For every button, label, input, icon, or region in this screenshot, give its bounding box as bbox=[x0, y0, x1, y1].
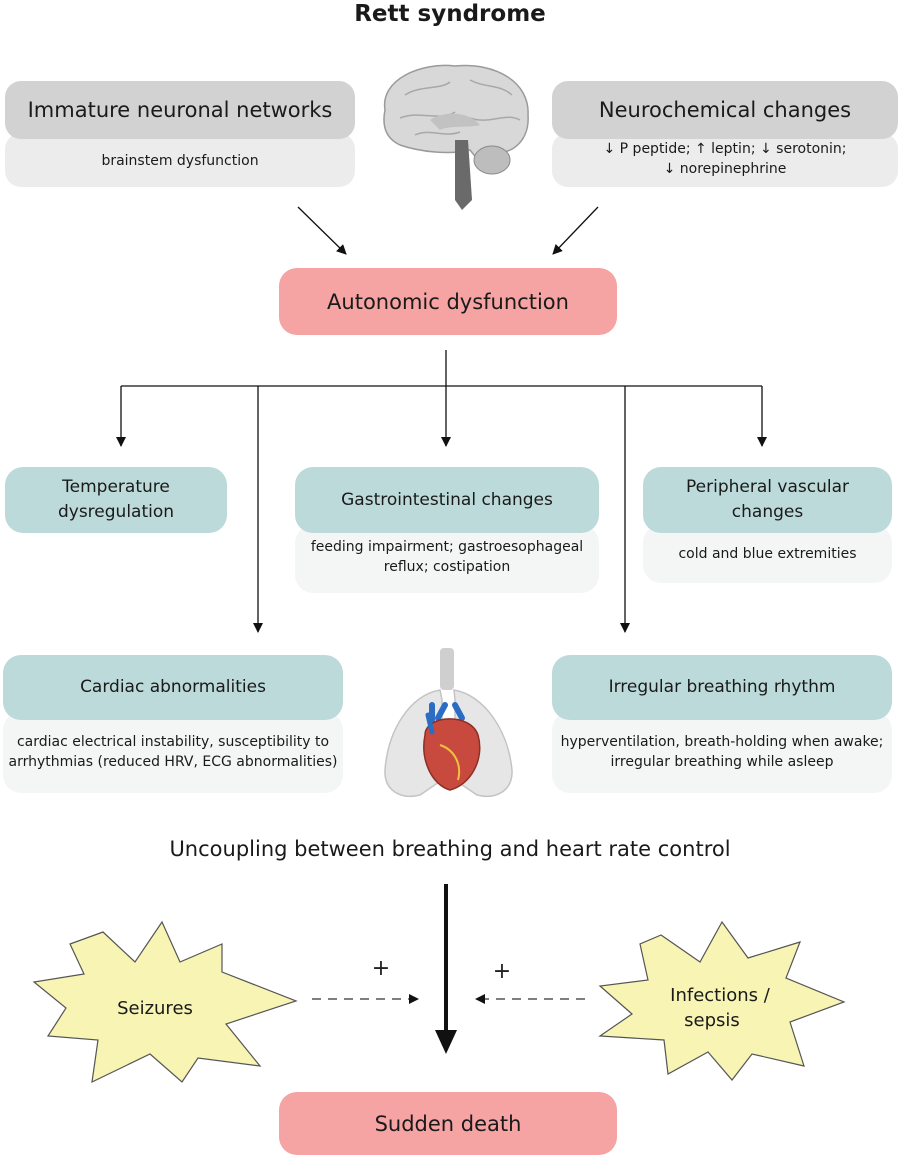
peripheral-detail: cold and blue extremities bbox=[678, 545, 857, 562]
neurochemical-detail-line1: ↓ P peptide; ↑ leptin; ↓ serotonin; bbox=[603, 141, 847, 157]
sudden-death-box: Sudden death bbox=[279, 1092, 617, 1155]
peripheral-label-line2: changes bbox=[731, 502, 804, 522]
brain-icon bbox=[383, 64, 529, 210]
immature-networks-label: Immature neuronal networks bbox=[27, 98, 333, 122]
peripheral-label-line1: Peripheral vascular bbox=[686, 477, 849, 498]
temperature-label-line2: dysregulation bbox=[57, 502, 175, 522]
breathing-detail-box: hyperventilation, breath-holding when aw… bbox=[552, 712, 892, 793]
infections-label-line1: Infections / bbox=[670, 985, 771, 1006]
infections-label-line2: sepsis bbox=[684, 1010, 740, 1031]
immature-networks-box: Immature neuronal networks bbox=[5, 81, 355, 139]
seizures-label: Seizures bbox=[117, 998, 193, 1019]
autonomic-dysfunction-box: Autonomic dysfunction bbox=[279, 268, 617, 335]
peripheral-detail-box: cold and blue extremities bbox=[643, 525, 892, 583]
neurochemical-detail-line2: ↓ norepinephrine bbox=[663, 160, 787, 177]
neurochemical-label: Neurochemical changes bbox=[598, 98, 852, 122]
temperature-box: Temperature dysregulation bbox=[5, 467, 227, 533]
immature-networks-detail-box: brainstem dysfunction bbox=[5, 133, 355, 187]
gastro-detail-box: feeding impairment; gastroesophageal ref… bbox=[295, 525, 599, 593]
gastro-detail-line2: reflux; costipation bbox=[383, 559, 511, 576]
neurochemical-box: Neurochemical changes bbox=[552, 81, 898, 139]
breathing-box: Irregular breathing rhythm bbox=[552, 655, 892, 720]
temperature-label-line1: Temperature bbox=[62, 477, 170, 498]
breathing-label: Irregular breathing rhythm bbox=[608, 677, 836, 698]
immature-networks-detail: brainstem dysfunction bbox=[101, 153, 259, 169]
cardiac-detail-line1: cardiac electrical instability, suscepti… bbox=[16, 734, 330, 750]
uncoupling-text: Uncoupling between breathing and heart r… bbox=[169, 837, 731, 861]
cardiac-detail-line2: arrhythmias (reduced HRV, ECG abnormalit… bbox=[8, 754, 338, 771]
plus-right: + bbox=[493, 959, 511, 984]
breathing-detail-line1: hyperventilation, breath-holding when aw… bbox=[560, 734, 884, 750]
autonomic-dysfunction-label: Autonomic dysfunction bbox=[327, 289, 569, 314]
peripheral-box: Peripheral vascular changes bbox=[643, 467, 892, 533]
infections-burst bbox=[598, 920, 846, 1081]
plus-left: + bbox=[372, 956, 390, 981]
cardiac-label: Cardiac abnormalities bbox=[80, 677, 266, 698]
big-arrow-head bbox=[435, 1030, 457, 1054]
cardiac-detail-box: cardiac electrical instability, suscepti… bbox=[3, 712, 343, 793]
sudden-death-label: Sudden death bbox=[374, 1111, 522, 1136]
cardiac-box: Cardiac abnormalities bbox=[3, 655, 343, 720]
gastro-detail-line1: feeding impairment; gastroesophageal bbox=[310, 539, 584, 555]
gastro-label: Gastrointestinal changes bbox=[341, 489, 553, 510]
page-title: Rett syndrome bbox=[354, 1, 546, 27]
neurochemical-detail-box: ↓ P peptide; ↑ leptin; ↓ serotonin; ↓ no… bbox=[552, 133, 898, 187]
heart-lungs-icon bbox=[384, 648, 513, 797]
seizures-burst bbox=[32, 920, 298, 1084]
breathing-detail-line2: irregular breathing while asleep bbox=[610, 754, 834, 771]
gastro-box: Gastrointestinal changes bbox=[295, 467, 599, 533]
